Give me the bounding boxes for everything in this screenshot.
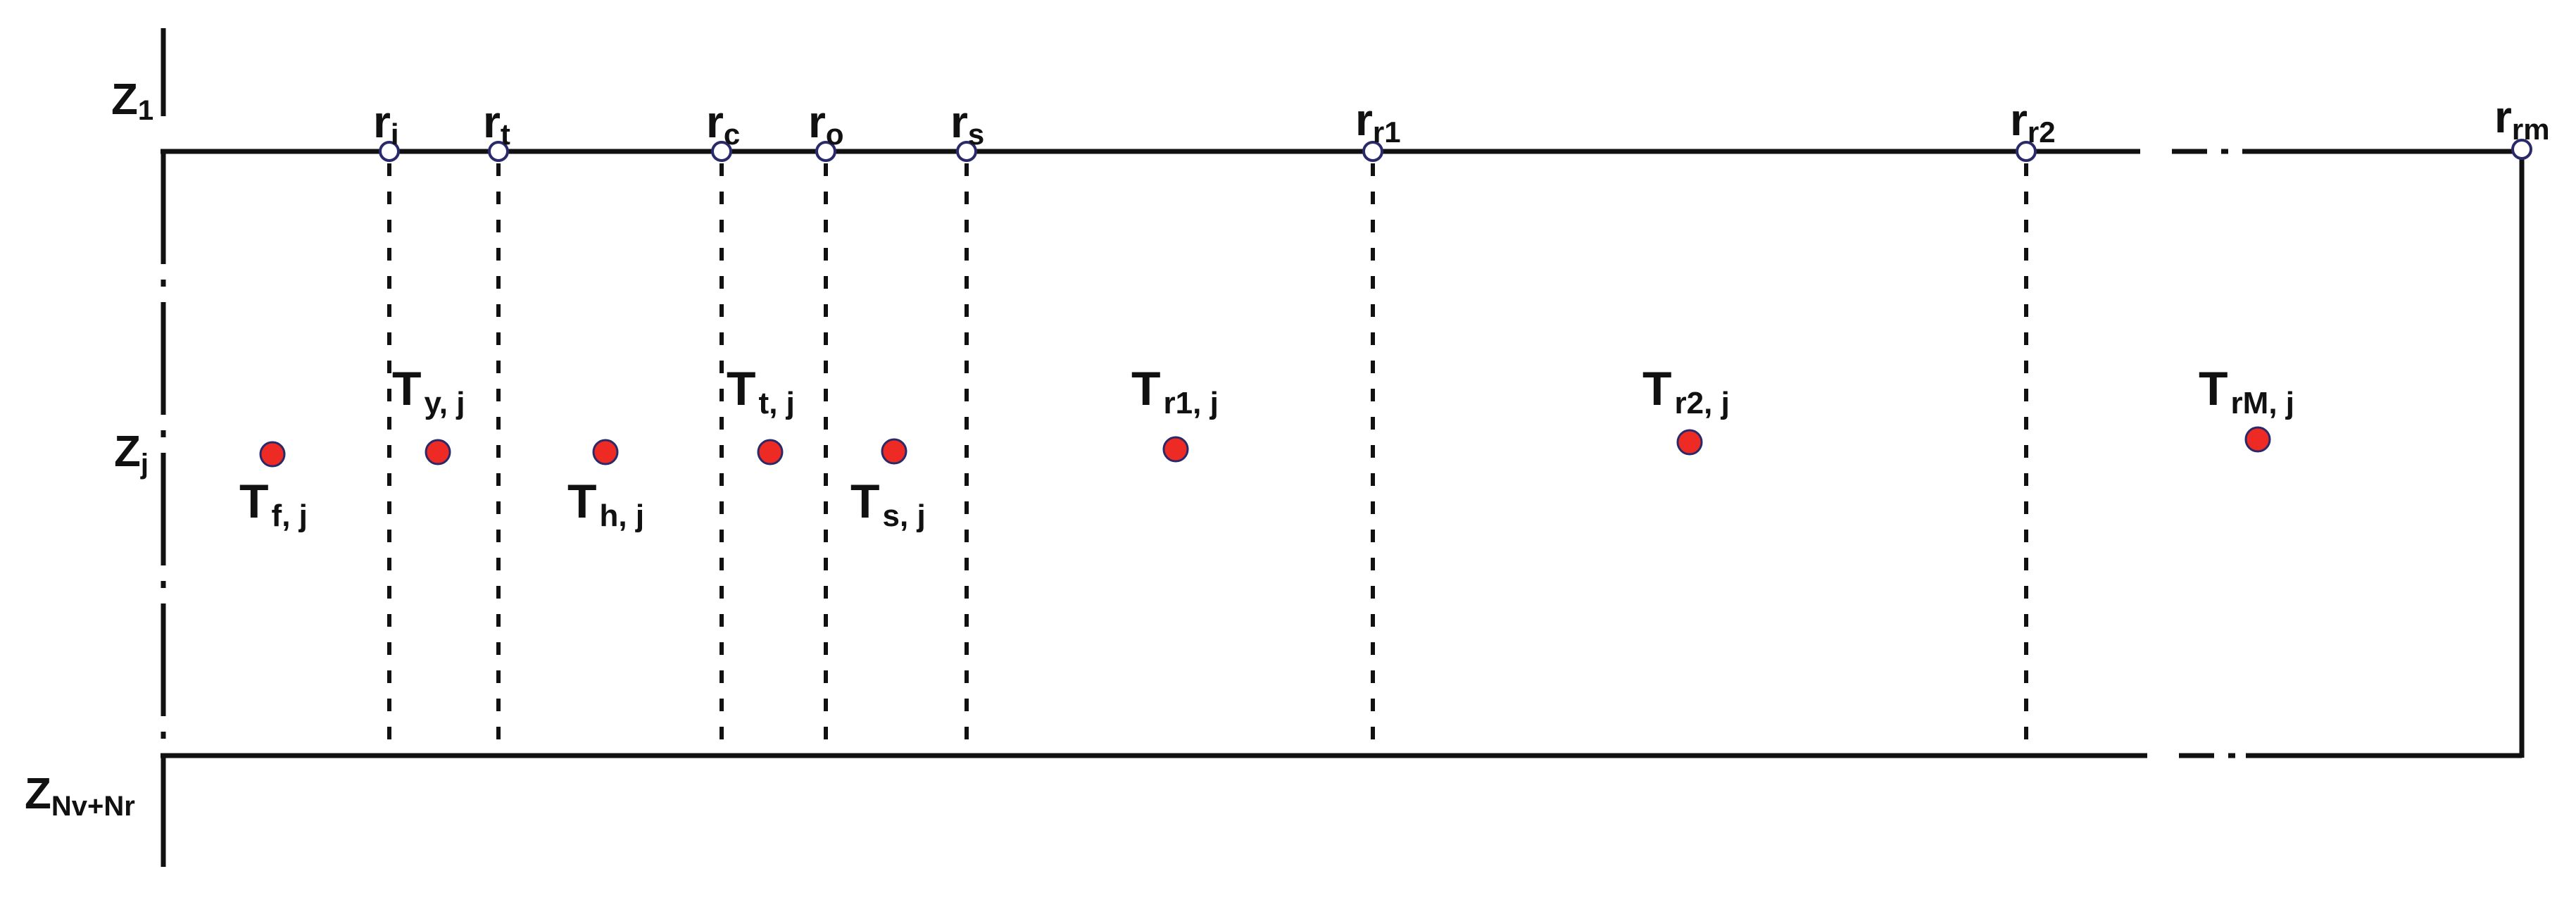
temperature-label-t: Tt, j: [727, 362, 795, 420]
temperature-point-y: [425, 439, 451, 465]
temperature-label-f: Tf, j: [239, 475, 308, 533]
temperature-point-r2: [1676, 429, 1703, 456]
node-label-ro: ro: [808, 96, 844, 151]
node-label-rc: rc: [706, 96, 740, 151]
temperature-point-h: [592, 439, 619, 465]
temperature-point-f: [259, 441, 286, 468]
node-circle-ri: [379, 141, 400, 162]
node-label-rr1: rr1: [1355, 94, 1401, 149]
temperature-label-h: Th, j: [567, 475, 644, 533]
node-circle-rr1: [1362, 141, 1383, 162]
temperature-label-s: Ts, j: [850, 475, 926, 533]
z-label-middle: Zj: [114, 427, 149, 480]
node-circle-rr2: [2016, 141, 2037, 162]
z-label-top: Z1: [111, 75, 153, 126]
node-circle-rt: [488, 141, 509, 162]
node-circle-rc: [711, 141, 732, 162]
temperature-point-s: [881, 438, 907, 465]
node-label-rt: rt: [483, 96, 510, 151]
z-label-bottom: ZNv+Nr: [25, 770, 135, 822]
temperature-label-r1: Tr1, j: [1131, 362, 1219, 420]
node-label-rr2: rr2: [2010, 94, 2056, 149]
temperature-label-y: Ty, j: [392, 362, 465, 420]
temperature-label-r2: Tr2, j: [1642, 362, 1730, 420]
node-circle-ro: [815, 141, 836, 162]
temperature-point-rM: [2244, 426, 2271, 453]
node-circle-rs: [956, 141, 977, 162]
node-circle-rrm: [2511, 139, 2532, 160]
node-label-ri: ri: [373, 96, 399, 151]
temperature-point-r1: [1162, 436, 1189, 463]
temperature-label-rM: TrM, j: [2199, 362, 2294, 420]
node-label-rs: rs: [950, 96, 984, 151]
temperature-point-t: [757, 439, 784, 465]
node-label-rrm: rrm: [2494, 92, 2550, 146]
